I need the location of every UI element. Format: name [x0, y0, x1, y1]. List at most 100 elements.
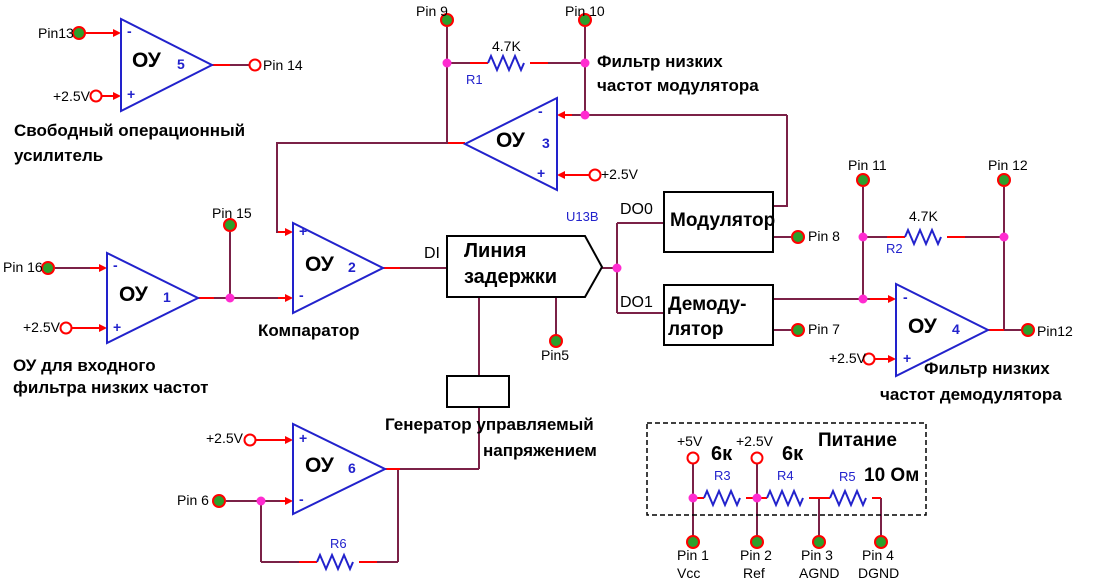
r5-name: R5 — [839, 469, 856, 484]
opamp6-triangle — [292, 422, 388, 516]
pin9-terminal — [440, 13, 454, 27]
pin5-label: Pin5 — [541, 347, 570, 363]
opamp1-minus-sign: - — [113, 257, 118, 273]
pin3-label: Pin 3 — [801, 547, 833, 563]
pin1-terminal — [686, 535, 700, 549]
opamp5-number: 5 — [177, 56, 185, 72]
opamp5-minus-sign: - — [127, 23, 132, 39]
wire-delay-bottom — [478, 297, 557, 469]
opamp4-number: 4 — [952, 321, 960, 337]
demod-filter-caption-line2: частот демодулятора — [880, 385, 1062, 404]
pin1-label: Pin 1 — [677, 547, 709, 563]
pin15-terminal — [223, 218, 237, 232]
wire-pin8-pin7 — [773, 236, 791, 331]
resistor-r2 — [904, 227, 942, 247]
demodulator-name-line1: Демоду- — [668, 294, 747, 315]
op1-caption-line2: фильтра низких частот — [13, 378, 209, 397]
pin3-name: AGND — [799, 565, 840, 581]
opamp4-minus-sign: - — [903, 289, 908, 305]
r6-name: R6 — [330, 536, 347, 551]
r2-value: 4.7K — [909, 208, 938, 224]
power-v5-label: +5V — [677, 433, 703, 449]
resistor-r1 — [487, 53, 525, 73]
op1-vref-label: +2.5V — [23, 319, 60, 335]
pin7-terminal — [791, 323, 805, 337]
op6-vref-label: +2.5V — [206, 430, 243, 446]
r2-name: R2 — [886, 241, 903, 256]
pin16-terminal — [41, 261, 55, 275]
pin8-label: Pin 8 — [808, 228, 840, 244]
opamp5-label: ОУ — [132, 49, 161, 72]
pin10-label: Pin 10 — [565, 3, 605, 19]
wire-r6-feedback — [260, 469, 399, 563]
pin10-terminal — [578, 13, 592, 27]
opamp2-plus-sign: + — [299, 223, 308, 239]
pin11-terminal — [856, 173, 870, 187]
pin12-label: Pin 12 — [988, 157, 1028, 173]
pin9-label: Pin 9 — [416, 3, 448, 19]
op5-caption-line2: усилитель — [14, 146, 104, 165]
supply-circles — [59, 58, 876, 465]
demod-filter-caption-line1: Фильтр низких — [924, 359, 1050, 378]
pin3-terminal — [812, 535, 826, 549]
wire-modulator-loop — [572, 114, 788, 207]
opamp2-number: 2 — [348, 259, 356, 275]
opamp2-minus-sign: - — [299, 287, 304, 303]
delay-line-box — [446, 235, 604, 298]
op3-vref-label: +2.5V — [601, 166, 638, 182]
resistor-r3 — [703, 488, 741, 508]
r4-value: 6к — [782, 443, 804, 465]
opamp1-triangle — [106, 251, 201, 345]
opamp1-number: 1 — [163, 289, 171, 305]
r1-name: R1 — [466, 72, 483, 87]
opamp5-triangle — [120, 17, 215, 113]
vco-caption-line1: Генератор управляемый — [385, 415, 594, 434]
opamp2-label: ОУ — [305, 253, 334, 276]
wire-pin11-pin12-drops — [862, 187, 1005, 330]
r3-value: 6к — [711, 443, 733, 465]
opamp4-label: ОУ — [908, 315, 937, 338]
pin2-name: Ref — [743, 565, 765, 581]
pin2-label: Pin 2 — [740, 547, 772, 563]
opamp1-plus-sign: + — [113, 319, 122, 335]
pin6-label: Pin 6 — [177, 492, 209, 508]
vco-box — [446, 375, 510, 408]
pin4-label: Pin 4 — [862, 547, 894, 563]
resistor-r6 — [316, 552, 354, 572]
opamp6-number: 6 — [348, 460, 356, 476]
opamp3-triangle — [462, 96, 558, 192]
power-section-box — [646, 422, 927, 516]
signal-stubs — [72, 32, 1004, 563]
op5-vref-label: +2.5V — [53, 88, 90, 104]
opamp5-plus-sign: + — [127, 86, 136, 102]
resistor-r5 — [829, 488, 867, 508]
wire-pin6-pin16 — [55, 267, 280, 502]
opamp-triangles — [106, 17, 991, 516]
resistors — [316, 53, 942, 572]
do0-label: DO0 — [620, 201, 653, 218]
r3-name: R3 — [714, 468, 731, 483]
mod-filter-caption-line2: частот модулятора — [597, 76, 759, 95]
pin6-terminal — [212, 494, 226, 508]
delay-name-line2: задержки — [464, 266, 558, 288]
do1-label: DO1 — [620, 294, 653, 311]
comparator-caption: Компаратор — [258, 321, 360, 340]
pin14-circle — [248, 58, 262, 72]
input-arrows — [99, 29, 896, 505]
power-v25-label: +2.5V — [736, 433, 773, 449]
resistor-r4 — [766, 488, 804, 508]
r4-name: R4 — [777, 468, 794, 483]
pin4-terminal — [874, 535, 888, 549]
opamp3-number: 3 — [542, 135, 550, 151]
opamp4-plus-sign: + — [903, 350, 912, 366]
pin4-name: DGND — [858, 565, 900, 581]
r5-value: 10 Ом — [864, 465, 920, 486]
pin11-label: Pin 11 — [848, 157, 887, 173]
pin-terminals — [41, 13, 1035, 549]
modulator-box — [663, 191, 774, 253]
op4-vref-label: +2.5V — [829, 350, 866, 366]
di-label: DI — [424, 245, 440, 262]
u13b-label: U13B — [566, 209, 599, 224]
